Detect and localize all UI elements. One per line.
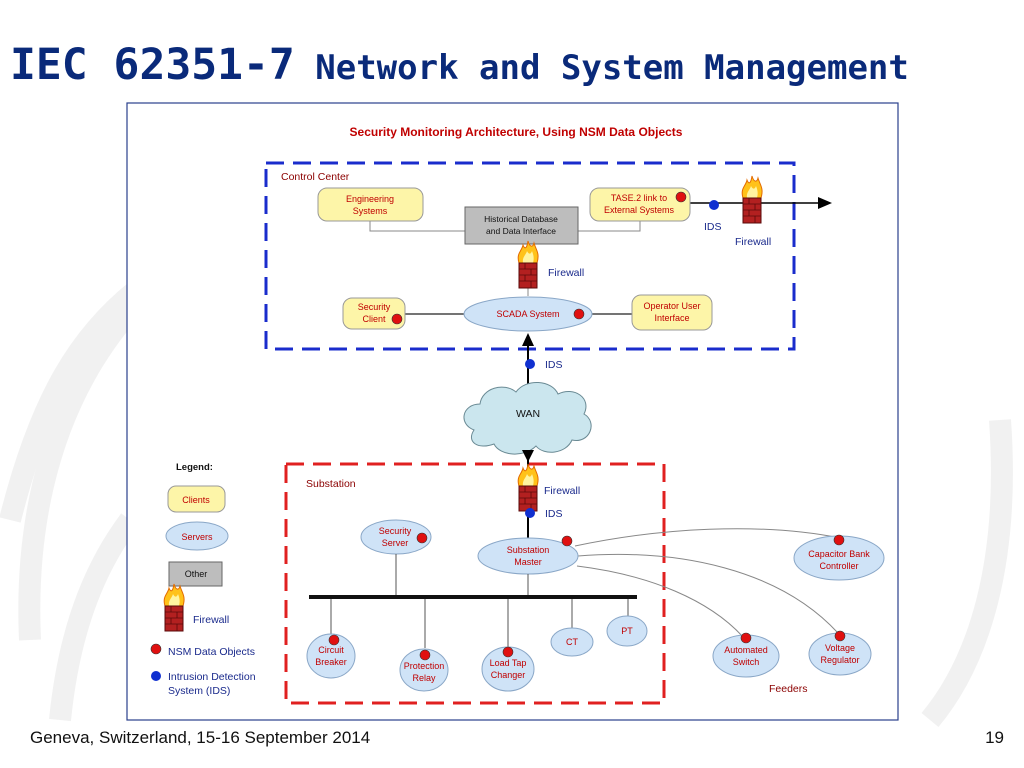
- wan-cloud: WAN: [463, 382, 592, 455]
- pt-node: PT: [606, 615, 648, 647]
- svg-text:Switch: Switch: [733, 657, 760, 667]
- svg-text:Protection: Protection: [404, 661, 445, 671]
- legend-ids-dot: [151, 671, 161, 681]
- historical-database-node: Historical Database and Data Interface: [464, 206, 579, 245]
- legend-client-swatch: [167, 485, 226, 513]
- diagram-title: Security Monitoring Architecture, Using …: [350, 125, 683, 139]
- svg-text:Substation: Substation: [507, 545, 550, 555]
- legend-ids-label-line2: System (IDS): [168, 685, 230, 697]
- nsm-dot: [740, 632, 752, 644]
- legend-nsm-dot: [150, 643, 162, 655]
- title-standard-number: IEC 62351-7: [10, 40, 295, 90]
- tase-link-node: TASE.2 link to External Systems: [589, 187, 691, 222]
- nsm-dot: [391, 313, 403, 325]
- feeders-label: Feeders: [769, 683, 808, 695]
- title-subject: Network and System Management: [294, 48, 909, 88]
- legend-firewall-label: Firewall: [193, 614, 229, 626]
- ids-label-external: IDS: [704, 221, 722, 233]
- feeder-lines: [574, 528, 841, 639]
- substation-boundary: [284, 462, 666, 705]
- svg-text:WAN: WAN: [516, 408, 540, 420]
- svg-text:and Data Interface: and Data Interface: [486, 226, 556, 236]
- scada-system-node: SCADA System: [463, 296, 593, 332]
- control-center-label: Control Center: [281, 171, 350, 183]
- substation-label: Substation: [306, 478, 356, 490]
- svg-text:Voltage: Voltage: [825, 643, 855, 653]
- nsm-dot: [675, 191, 687, 203]
- firewall-label-substation: Firewall: [544, 485, 580, 497]
- nsm-dot: [416, 532, 428, 544]
- ids-label-substation: IDS: [545, 508, 563, 520]
- engineering-systems-node: Engineering Systems: [317, 187, 424, 222]
- svg-text:CT: CT: [566, 637, 578, 647]
- svg-text:Master: Master: [514, 557, 542, 567]
- wan-downlink-arrowhead: [522, 450, 534, 462]
- ids-dot-external: [709, 200, 719, 210]
- nsm-dot: [502, 646, 514, 658]
- ct-node: CT: [550, 627, 594, 657]
- svg-text:Automated: Automated: [724, 645, 768, 655]
- bus-drops: [330, 554, 629, 648]
- svg-text:TASE.2 link to: TASE.2 link to: [611, 193, 667, 203]
- svg-text:Operator User: Operator User: [643, 301, 700, 311]
- svg-text:External Systems: External Systems: [604, 205, 675, 215]
- firewall-label-external: Firewall: [735, 236, 771, 248]
- ids-label-wan: IDS: [545, 359, 563, 371]
- svg-text:Controller: Controller: [819, 561, 858, 571]
- legend-other-swatch: [168, 561, 223, 587]
- ids-dot-wan: [525, 359, 535, 369]
- nsm-dot: [573, 308, 585, 320]
- protection-relay-node: Protection Relay: [399, 648, 449, 692]
- svg-text:Engineering: Engineering: [346, 194, 394, 204]
- footer-text: Geneva, Switzerland, 15-16 September 201…: [30, 728, 371, 747]
- voltage-regulator-node: Voltage Regulator: [808, 630, 872, 676]
- legend-servers-label: Servers: [181, 532, 213, 542]
- svg-text:Interface: Interface: [654, 313, 689, 323]
- legend-server-swatch: [165, 521, 229, 551]
- firewall-label-control-center: Firewall: [548, 267, 584, 279]
- slide-title: IEC 62351-7 Network and System Managemen…: [10, 40, 1020, 100]
- svg-text:Circuit: Circuit: [318, 645, 344, 655]
- svg-text:Load Tap: Load Tap: [490, 658, 527, 668]
- legend-ids-label-line1: Intrusion Detection: [168, 671, 256, 683]
- svg-text:Systems: Systems: [353, 206, 388, 216]
- svg-text:Breaker: Breaker: [315, 657, 347, 667]
- substation-master-node: Substation Master: [477, 535, 579, 575]
- page-number: 19: [985, 728, 1004, 747]
- svg-text:Historical Database: Historical Database: [484, 214, 558, 224]
- security-server-node: Security Server: [360, 519, 432, 555]
- legend: Legend: Clients Servers Other Firewall N…: [150, 462, 256, 697]
- control-center-boundary: [264, 161, 796, 351]
- nsm-dot: [561, 535, 573, 547]
- nsm-dot: [328, 634, 340, 646]
- svg-text:Server: Server: [382, 538, 409, 548]
- security-client-node: Security Client: [342, 297, 406, 330]
- svg-text:Security: Security: [358, 302, 391, 312]
- svg-text:Regulator: Regulator: [820, 655, 859, 665]
- svg-text:Capacitor Bank: Capacitor Bank: [808, 549, 870, 559]
- svg-text:Changer: Changer: [491, 670, 526, 680]
- legend-nsm-label: NSM Data Objects: [168, 646, 255, 658]
- nsm-dot: [419, 649, 431, 661]
- nsm-dot: [833, 534, 845, 546]
- nsm-dot: [834, 630, 846, 642]
- svg-text:SCADA System: SCADA System: [496, 309, 559, 319]
- automated-switch-node: Automated Switch: [712, 632, 780, 678]
- ids-dot-substation: [525, 508, 535, 518]
- legend-other-label: Other: [185, 569, 208, 579]
- operator-ui-node: Operator User Interface: [631, 294, 713, 331]
- capacitor-bank-node: Capacitor Bank Controller: [793, 534, 885, 581]
- circuit-breaker-node: Circuit Breaker: [306, 633, 356, 679]
- legend-clients-label: Clients: [182, 495, 210, 505]
- svg-text:Relay: Relay: [412, 673, 436, 683]
- wan-uplink-arrowhead: [522, 333, 534, 346]
- legend-title: Legend:: [176, 462, 213, 473]
- load-tap-changer-node: Load Tap Changer: [481, 646, 535, 692]
- external-link-arrowhead: [818, 197, 832, 209]
- svg-text:Security: Security: [379, 526, 412, 536]
- svg-text:PT: PT: [621, 626, 633, 636]
- svg-text:Client: Client: [362, 314, 386, 324]
